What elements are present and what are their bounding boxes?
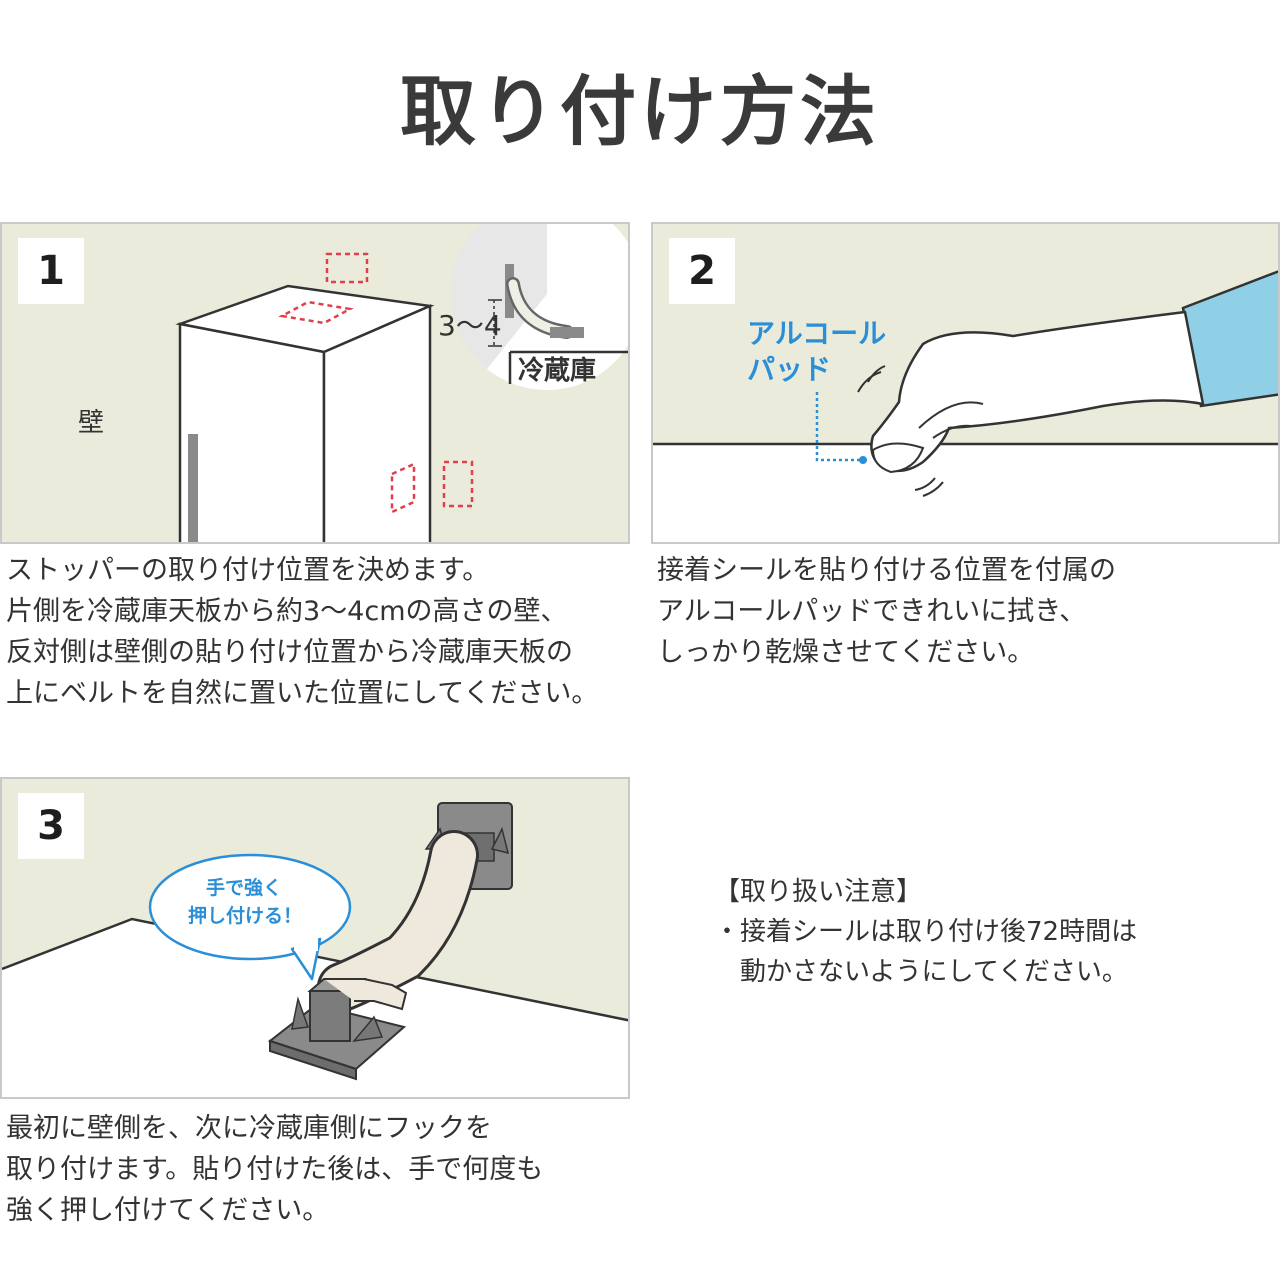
- wall-marker-top: [325, 252, 369, 284]
- caption-line: 最初に壁側を、次に冷蔵庫側にフックを: [6, 1113, 492, 1144]
- wall-marker-side: [442, 460, 474, 508]
- caption-line: 反対側は壁側の貼り付け位置から冷蔵庫天板の: [6, 637, 573, 668]
- page-title: 取り付け方法: [400, 67, 880, 156]
- alcohol-pad-illustration: [871, 442, 925, 474]
- caption-line: 片側を冷蔵庫天板から約3〜4cmの高さの壁、: [6, 596, 568, 627]
- step-3-panel: 3 手で強く 押し付ける！: [0, 777, 630, 1099]
- step-2-number: 2: [669, 238, 735, 304]
- caption-line: 取り付けます。貼り付けた後は、手で何度も: [6, 1154, 544, 1185]
- step-1-caption: ストッパーの取り付け位置を決めます。 片側を冷蔵庫天板から約3〜4cmの高さの壁…: [6, 550, 598, 714]
- bubble-text-line-1: 手で強く: [206, 877, 283, 899]
- fridge-top-marker: [278, 300, 354, 325]
- alcohol-pad-label-line-2: パッド: [747, 353, 832, 386]
- step-1-number: 1: [18, 238, 84, 304]
- step-3-number: 3: [18, 793, 84, 859]
- step-1-illustration: [2, 224, 628, 542]
- notes-line: 動かさないようにしてください。: [714, 957, 1128, 987]
- step-2-illustration: [653, 224, 1278, 497]
- fridge-illustration: [175, 284, 435, 542]
- step-3-illustration: [2, 779, 628, 1097]
- wall-label: 壁: [78, 408, 105, 438]
- handling-notes: 【取り扱い注意】 ・接着シールは取り付け後72時間は 動かさないようにしてくださ…: [714, 872, 1137, 992]
- speech-bubble: [148, 853, 352, 981]
- bubble-text-line-2: 押し付ける！: [188, 905, 303, 927]
- zoom-detail: [450, 224, 628, 390]
- alcohol-pad-label-line-1: アルコール: [747, 317, 887, 350]
- step-2-caption: 接着シールを貼り付ける位置を付属の アルコールパッドできれいに拭き、 しっかり乾…: [657, 550, 1116, 673]
- step-2-panel: 2 アルコール パッド: [651, 222, 1280, 544]
- notes-heading: 【取り扱い注意】: [714, 877, 923, 907]
- caption-line: 強く押し付けてください。: [6, 1195, 330, 1226]
- notes-line: ・接着シールは取り付け後72時間は: [714, 917, 1138, 947]
- fridge-label: 冷蔵庫: [518, 356, 597, 386]
- step-3-caption: 最初に壁側を、次に冷蔵庫側にフックを 取り付けます。貼り付けた後は、手で何度も …: [6, 1108, 543, 1231]
- gap-label: 3〜4: [438, 309, 502, 342]
- caption-line: 接着シールを貼り付ける位置を付属の: [657, 555, 1116, 586]
- step-1-panel: 1 壁 3〜4 冷蔵庫: [0, 222, 630, 544]
- caption-line: しっかり乾燥させてください。: [657, 637, 1035, 668]
- fridge-hook-illustration: [267, 978, 408, 1081]
- caption-line: ストッパーの取り付け位置を決めます。: [6, 555, 490, 586]
- caption-line: 上にベルトを自然に置いた位置にしてください。: [6, 678, 599, 709]
- caption-line: アルコールパッドできれいに拭き、: [657, 596, 1087, 627]
